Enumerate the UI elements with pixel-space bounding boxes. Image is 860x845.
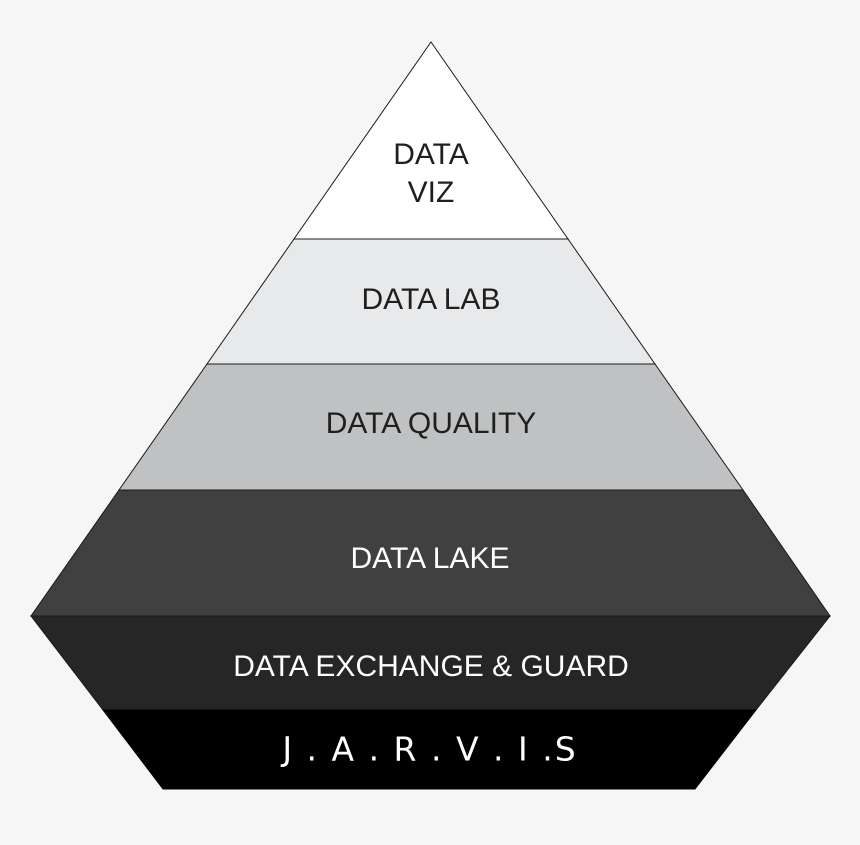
layer-data-viz-label-line1: DATA bbox=[393, 138, 469, 171]
layer-data-lake-label: DATA LAKE bbox=[351, 542, 510, 575]
layer-jarvis bbox=[101, 709, 758, 790]
layer-data-viz-label-line2: VIZ bbox=[408, 176, 455, 209]
layer-data-exchange-label: DATA EXCHANGE & GUARD bbox=[233, 650, 629, 683]
layer-data-quality-label: DATA QUALITY bbox=[326, 407, 537, 440]
layer-data-lab-label: DATA LAB bbox=[362, 283, 501, 316]
layer-jarvis-label: J . A . R . V . I .S bbox=[280, 730, 577, 769]
